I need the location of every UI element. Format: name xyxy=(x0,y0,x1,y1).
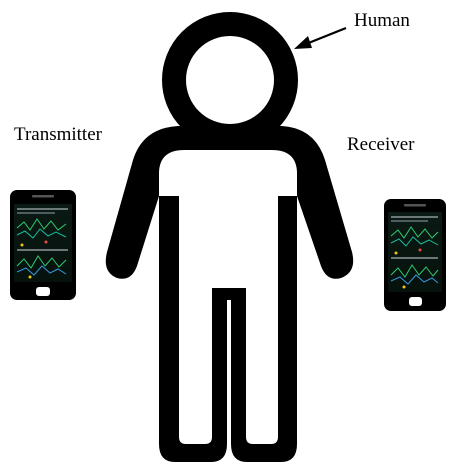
receiver-label: Receiver xyxy=(347,134,415,155)
transmitter-label: Transmitter xyxy=(14,124,102,145)
receiver-phone-icon xyxy=(384,199,446,311)
transmitter-phone-icon xyxy=(10,190,76,300)
arrow-icon xyxy=(294,26,347,49)
human-label: Human xyxy=(354,10,410,31)
person-silhouette-icon xyxy=(105,12,354,462)
